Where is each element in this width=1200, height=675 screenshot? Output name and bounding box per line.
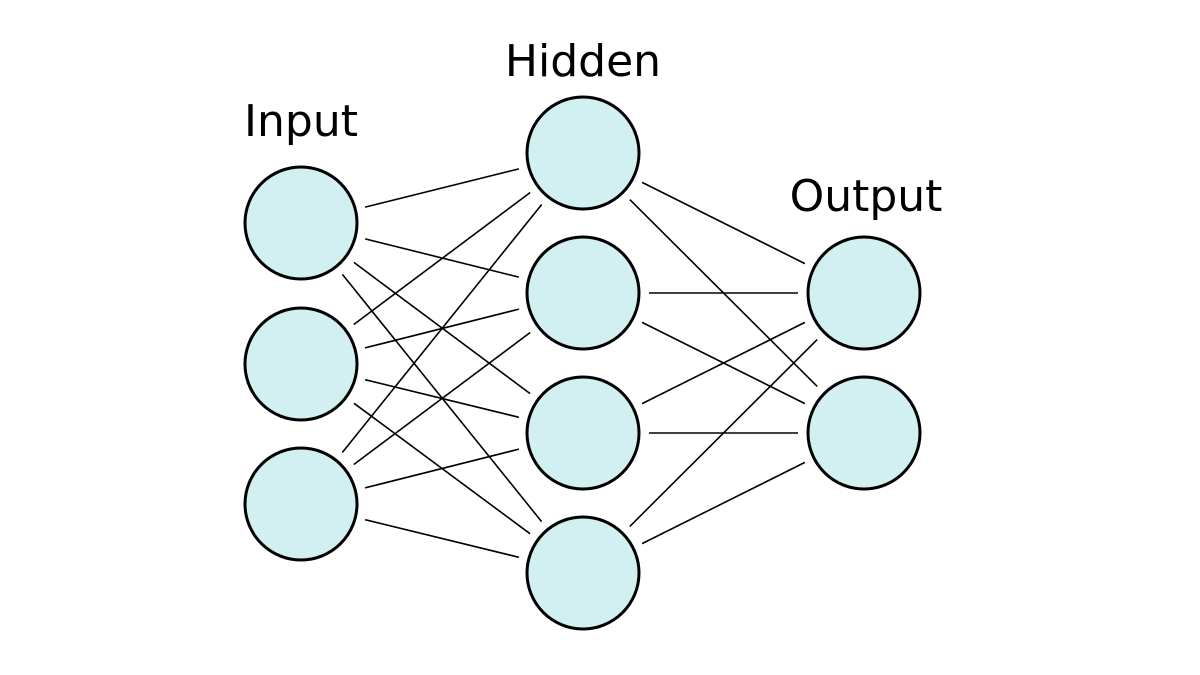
hidden-layer-label: Hidden bbox=[505, 36, 661, 87]
hidden-node-2 bbox=[525, 235, 641, 351]
connection-hidden-3-to-output-1 bbox=[641, 321, 806, 405]
input-node-2 bbox=[243, 306, 359, 422]
connection-input-2-to-hidden-1 bbox=[353, 191, 531, 326]
connection-hidden-4-to-output-2 bbox=[641, 461, 806, 545]
input-layer-label: Input bbox=[244, 96, 358, 147]
connection-input-3-to-hidden-4 bbox=[364, 518, 520, 559]
connection-input-3-to-hidden-1 bbox=[341, 203, 543, 454]
connection-input-3-to-hidden-2 bbox=[353, 331, 531, 466]
connection-input-1-to-hidden-1 bbox=[364, 168, 520, 208]
hidden-node-1 bbox=[525, 95, 641, 211]
input-node-3 bbox=[243, 446, 359, 562]
hidden-node-3 bbox=[525, 375, 641, 491]
connection-input-3-to-hidden-3 bbox=[364, 448, 520, 489]
nodes-group bbox=[243, 95, 922, 631]
output-node-2 bbox=[806, 375, 922, 491]
connection-hidden-1-to-output-1 bbox=[641, 181, 806, 265]
output-node-1 bbox=[806, 235, 922, 351]
connections-group bbox=[341, 168, 818, 559]
hidden-node-4 bbox=[525, 515, 641, 631]
input-node-1 bbox=[243, 165, 359, 281]
connection-hidden-4-to-output-1 bbox=[629, 339, 818, 527]
output-layer-label: Output bbox=[790, 171, 943, 222]
